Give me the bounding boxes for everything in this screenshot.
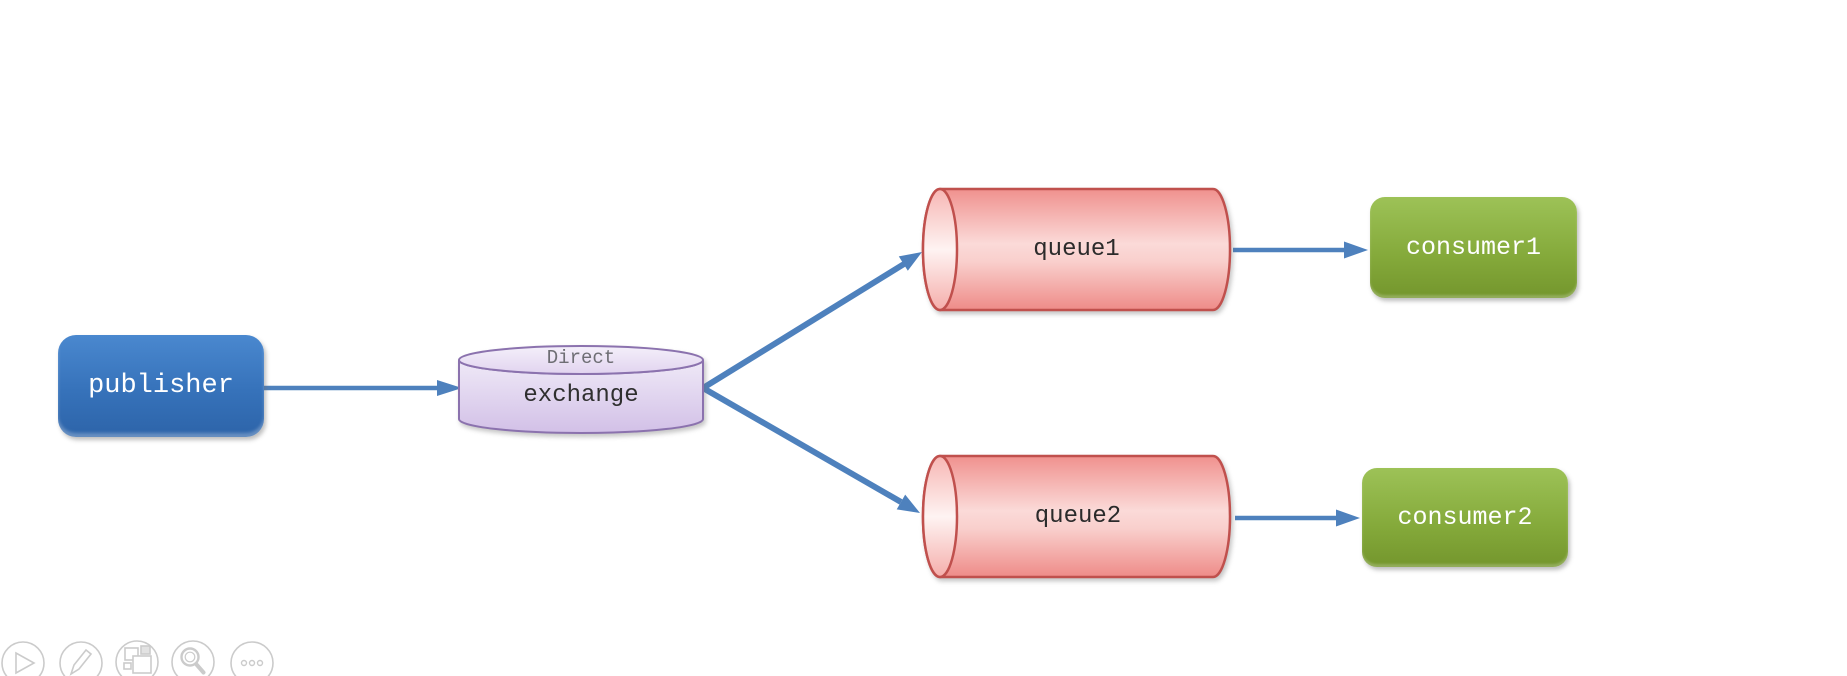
pen-icon [69,648,93,676]
consumer2-label: consumer2 [1397,503,1533,532]
arrow-publisher-to-exchange [264,380,462,396]
slides-button[interactable] [115,640,159,676]
arrow-exchange-to-queue2 [701,385,920,513]
node-consumer1: consumer1 [1370,197,1577,298]
more-button[interactable] [230,641,274,676]
exchange-cylinder-shape [458,345,704,434]
zoom-icon [180,647,206,675]
exchange-label: exchange [523,382,639,409]
viewer-toolbar [1,640,274,676]
queue2-cylinder-shape [921,454,1232,579]
arrow-queue1-to-consumer1 [1233,241,1368,259]
consumer1-label: consumer1 [1405,233,1542,262]
exchange-type-label: Direct [546,347,616,369]
node-publisher: publisher [58,335,264,437]
play-button[interactable] [1,641,45,676]
queue1-label: queue1 [1033,236,1120,263]
zoom-button[interactable] [171,640,215,676]
queue1-cylinder-shape [921,187,1232,312]
queue2-label: queue2 [1034,503,1122,530]
arrow-queue2-to-consumer2 [1235,509,1360,527]
publisher-label: publisher [88,371,234,401]
slides-icon [123,645,152,674]
more-icon [240,659,264,667]
arrow-exchange-to-queue1 [701,252,922,391]
node-consumer2: consumer2 [1362,468,1568,567]
play-icon [15,651,36,675]
pen-button[interactable] [59,641,103,676]
